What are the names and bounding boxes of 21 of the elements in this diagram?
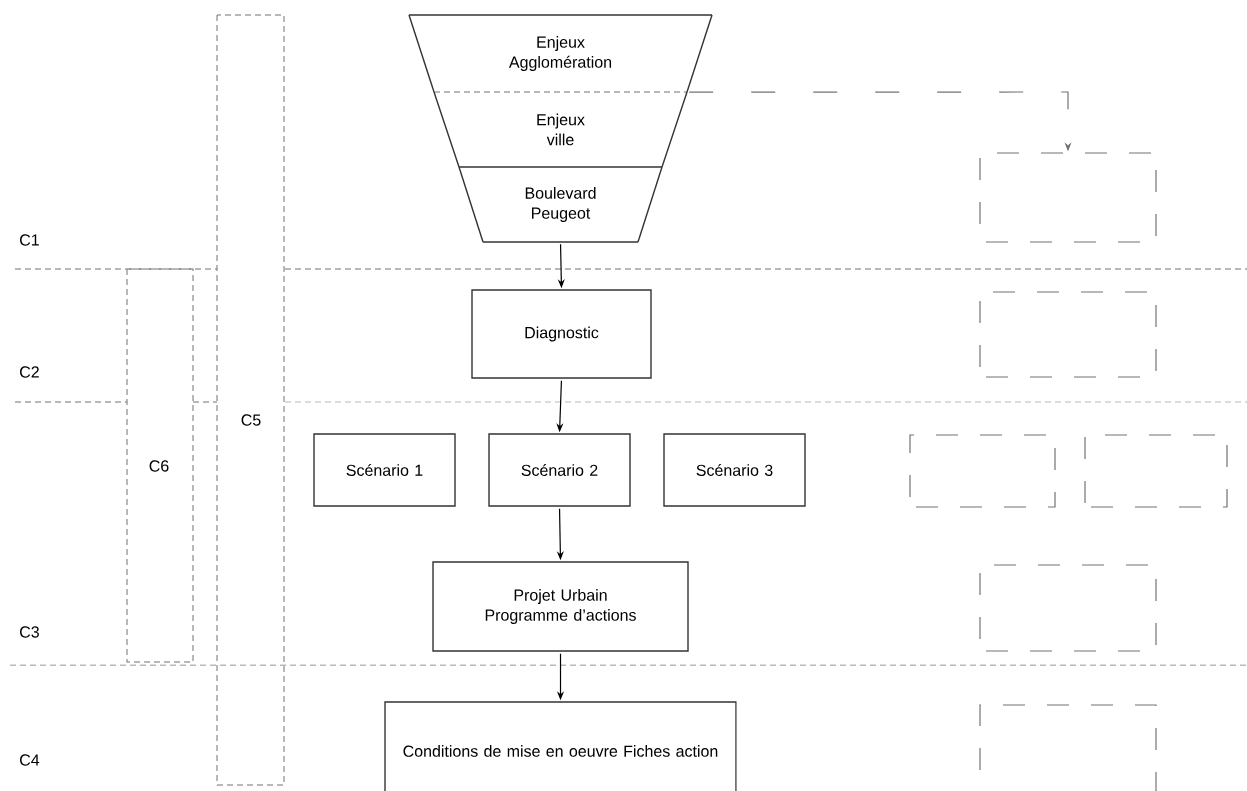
row-label: C1	[20, 234, 39, 246]
funnel-section: Enjeux Agglomération	[408, 14, 713, 93]
row-label: C3	[20, 626, 39, 638]
funnel-section: Enjeux ville	[433, 91, 688, 168]
funnel-section: Boulevard Peugeot	[458, 166, 663, 243]
dashed-box	[979, 704, 1157, 791]
process-box: Projet Urbain Programme d’actions	[432, 561, 689, 652]
process-box: Scénario 1	[313, 433, 456, 507]
row-label: C4	[20, 754, 40, 766]
column-band: C5	[216, 14, 285, 786]
process-box: Diagnostic	[471, 289, 652, 379]
process-box: Scénario 2	[488, 433, 631, 507]
dashed-box	[979, 152, 1157, 243]
dashed-box	[909, 434, 1056, 508]
column-band: C6	[126, 268, 194, 663]
row-label: C2	[20, 366, 39, 378]
process-box: Scénario 3	[663, 433, 806, 507]
dashed-box	[979, 564, 1157, 652]
dashed-box	[1084, 434, 1228, 508]
process-box: Conditions de mise en oeuvre Fiches action	[384, 701, 737, 791]
dashed-box	[979, 291, 1157, 378]
